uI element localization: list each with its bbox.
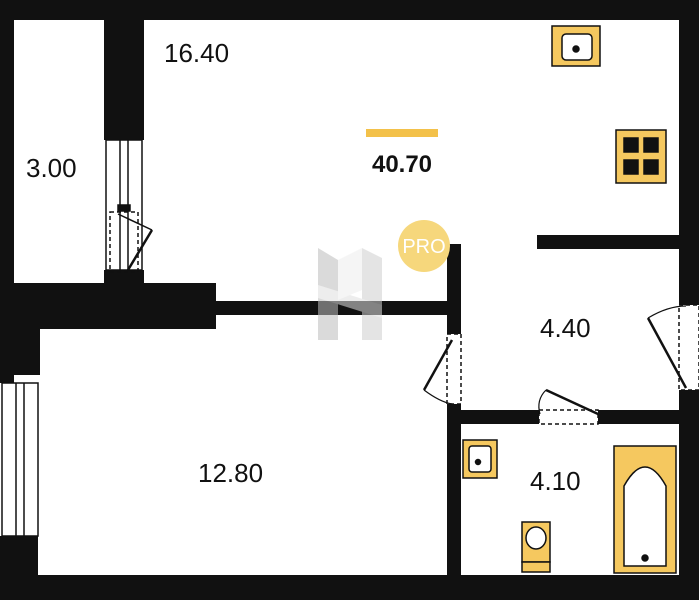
windows (1, 139, 143, 537)
door-balcony (109, 211, 154, 273)
wall-left-lower (0, 375, 14, 383)
wall-hallway-top (537, 235, 687, 249)
total-area-accent-bar (366, 129, 438, 137)
pro-badge: PRO (398, 220, 450, 272)
wall-left-bottom (0, 536, 38, 600)
doors (109, 211, 699, 425)
door-bathroom (538, 388, 599, 425)
wall-bedroom-right-lower (447, 404, 461, 600)
total-area-label: 40.70 (372, 151, 432, 178)
wall-living-bedroom (144, 301, 449, 315)
door-bedroom (422, 333, 462, 405)
fixtures (462, 25, 677, 574)
wall-right (679, 0, 699, 305)
room-area-balcony: 3.00 (26, 153, 77, 183)
wall-bottom (0, 575, 699, 600)
kitchen-sink-icon (551, 25, 601, 67)
room-area-bathroom: 4.10 (530, 466, 581, 496)
room-area-bedroom: 12.80 (198, 458, 263, 488)
window-balcony (105, 139, 143, 271)
stove-icon (615, 129, 667, 184)
door-entrance (646, 304, 699, 391)
wall-balcony-divider (104, 0, 144, 140)
toilet-icon (521, 521, 551, 573)
wall-right-lower (679, 390, 699, 600)
wall-bathroom-top-right (598, 410, 699, 424)
wall-bedroom-right-upper (447, 244, 461, 334)
watermark-logo (318, 248, 382, 340)
bathtub-icon (613, 445, 677, 574)
bathroom-sink-icon (462, 439, 498, 479)
room-area-hallway: 4.40 (540, 313, 591, 343)
wall-bathroom-top-left (447, 410, 539, 424)
pro-badge-text: PRO (402, 236, 445, 258)
window-bedroom (1, 382, 39, 537)
room-area-kitchen-living: 16.40 (164, 38, 229, 68)
wall-top (0, 0, 699, 20)
wall-left-upper (0, 0, 14, 290)
